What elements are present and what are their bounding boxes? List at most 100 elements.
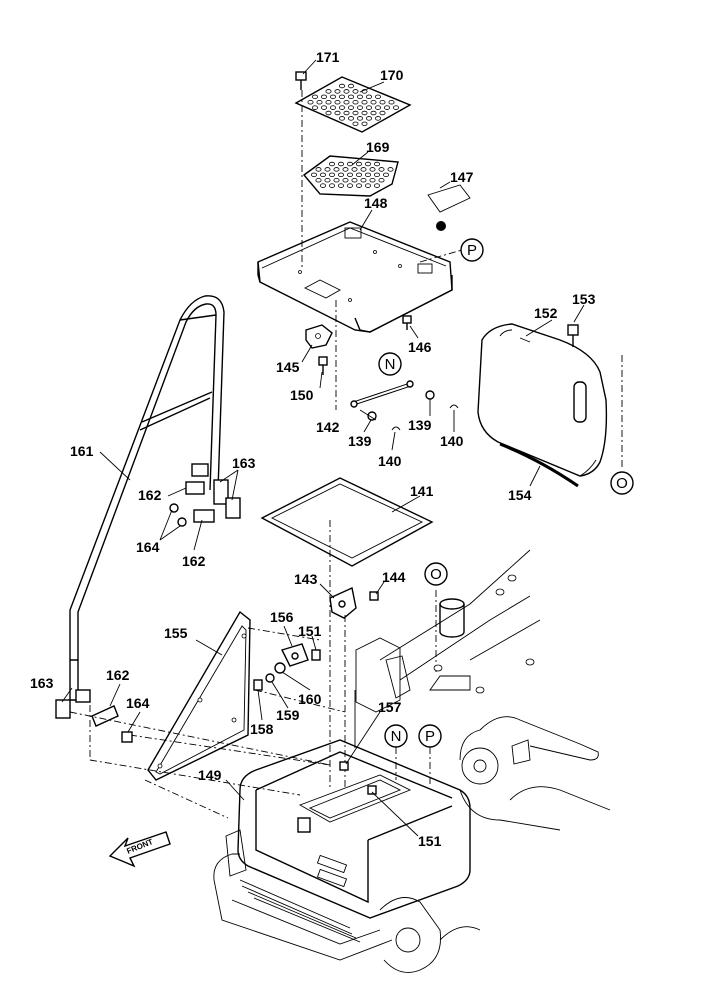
part-label-139-right: 139 [408,417,432,433]
perforation-hole [311,94,318,100]
perforation-hole [356,116,363,121]
perforation-hole [378,177,385,183]
perforation-hole [356,105,363,110]
perforation-hole [365,94,372,100]
part-label-144: 144 [382,569,406,585]
part-label-162-upper: 162 [138,487,162,503]
perforation-hole [392,105,399,110]
bolt-151-upper [311,649,321,661]
circle-label-n-lower: N [391,728,402,745]
washer-159 [265,673,275,683]
perforation-hole [374,116,381,121]
decal-147 [427,184,471,231]
perforation-hole [373,172,380,178]
part-number-labels: 171 170 169 147 148 146 145 150 142 139 … [30,49,596,849]
perforation-hole [310,172,317,178]
part-label-164-lower: 164 [126,695,150,711]
clamp-group-lower [55,689,133,743]
perforation-hole [334,110,341,116]
part-label-169: 169 [366,139,390,155]
bolt-144 [369,591,379,601]
part-label-152: 152 [534,305,558,321]
perforation-hole [307,99,314,105]
perforation-hole [346,183,353,188]
clamp-group-upper [169,463,241,527]
clip-140-left [391,426,401,431]
bolt-157 [339,761,349,771]
perforation-hole [328,183,335,188]
perforation-hole [347,116,354,121]
assembly-lines [69,90,623,819]
circle-label-p-lower: P [425,728,435,745]
perforation-hole [329,94,336,100]
perforation-hole [360,167,367,172]
perforation-hole [315,177,322,183]
perforation-hole [361,99,368,105]
perforation-hole [342,167,349,172]
perforation-hole [338,116,345,121]
perforation-hole [379,110,386,116]
part-label-157: 157 [378,699,402,715]
perforation-hole [387,167,394,172]
circle-label-o-right: O [616,475,628,492]
bracket-156 [281,643,309,667]
perforation-hole [329,105,336,110]
part-label-141: 141 [410,483,434,499]
perforation-hole [328,172,335,178]
perforation-hole [311,105,318,110]
perforation-hole [361,110,368,116]
perforation-hole [383,105,390,110]
part-label-171: 171 [316,49,340,65]
perforation-hole [374,105,381,110]
gas-strut-142 [350,380,414,408]
handrail-161 [69,295,225,701]
circle-label-o-lower: O [430,566,442,583]
part-label-151-lower: 151 [418,833,442,849]
perforation-hole [346,172,353,178]
part-label-140-left: 140 [378,453,402,469]
perforation-hole [370,110,377,116]
clip-140-right [449,404,459,409]
washer-160 [274,662,286,674]
perforated-plate-170 [294,76,412,133]
part-label-158: 158 [250,721,274,737]
leader-lines [61,59,585,837]
bolt-158 [253,679,263,691]
perforation-hole [338,105,345,110]
perforation-hole [373,183,380,188]
part-label-162-mid: 162 [182,553,206,569]
front-arrow: FRONT [108,831,171,868]
part-label-147: 147 [450,169,474,185]
hinge-143 [329,586,357,619]
perforation-hole [388,99,395,105]
perforation-hole [369,167,376,172]
part-label-160: 160 [298,691,322,707]
washer-139-right [425,390,435,400]
part-label-151-upper: 151 [298,623,322,639]
perforation-hole [351,167,358,172]
part-label-156: 156 [270,609,294,625]
perforation-hole [355,183,362,188]
perforation-hole [325,110,332,116]
perforation-hole [324,177,331,183]
bolt-153 [567,324,579,347]
machine-body-background [213,549,611,973]
perforation-hole [365,116,372,121]
perforation-hole [378,167,385,172]
part-label-162-lower: 162 [106,667,130,683]
perforation-hole [361,121,368,127]
bolt-151-lower [367,785,377,795]
perforation-hole [352,99,359,105]
part-label-155: 155 [164,625,188,641]
perforation-hole [355,161,362,167]
perforation-hole [334,89,341,94]
perforation-hole [364,183,371,188]
part-label-139-left: 139 [348,433,372,449]
perforation-hole [337,172,344,178]
perforation-hole [343,99,350,105]
support-bracket [354,637,411,748]
perforation-hole [352,110,359,116]
perforation-hole [316,99,323,105]
perforation-hole [333,177,340,183]
cylinder-part [439,598,465,638]
